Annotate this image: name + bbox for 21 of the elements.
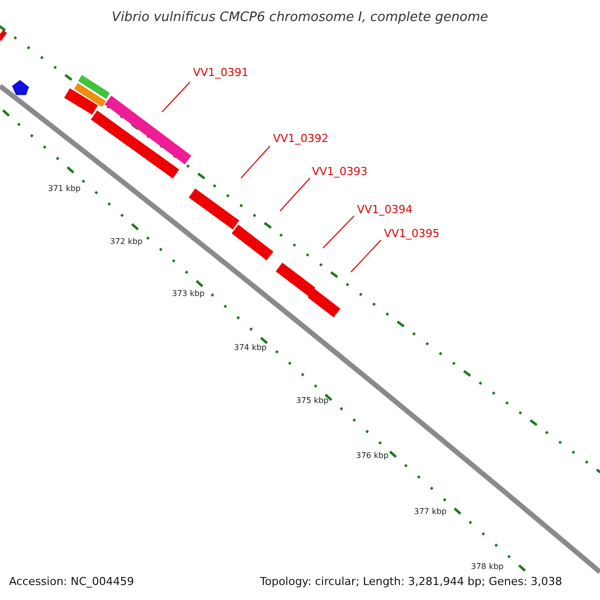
footer-text: Accession: NC_004459 <box>9 575 134 588</box>
gene-label: VV1_0393 <box>312 165 368 178</box>
leader-line <box>162 82 190 112</box>
leader-line <box>350 240 382 272</box>
leader-line <box>280 178 310 212</box>
tick-label: 375 kbp <box>296 396 329 405</box>
diagram-title: Vibrio vulnificus CMCP6 chromosome I, complete genome <box>110 10 490 25</box>
tick-label: 373 kbp <box>172 289 205 298</box>
gene-label: VV1_0392 <box>273 132 329 145</box>
tick-label: 372 kbp <box>110 237 143 246</box>
tick-label: 377 kbp <box>414 507 447 516</box>
tick-label: 376 kbp <box>356 451 389 460</box>
tick-label: 374 kbp <box>234 343 267 352</box>
gene-label: VV1_0391 <box>193 66 249 79</box>
gene-label: VV1_0394 <box>357 203 413 216</box>
leader-line <box>322 216 354 248</box>
leader-line <box>240 146 270 178</box>
tick-label: 371 kbp <box>48 184 81 193</box>
tick-label: 378 kbp <box>471 562 504 571</box>
gene-label: VV1_0395 <box>384 227 440 240</box>
footer-text: Topology: circular; Length: 3,281,944 bp; Genes: 3,038 <box>260 575 562 588</box>
